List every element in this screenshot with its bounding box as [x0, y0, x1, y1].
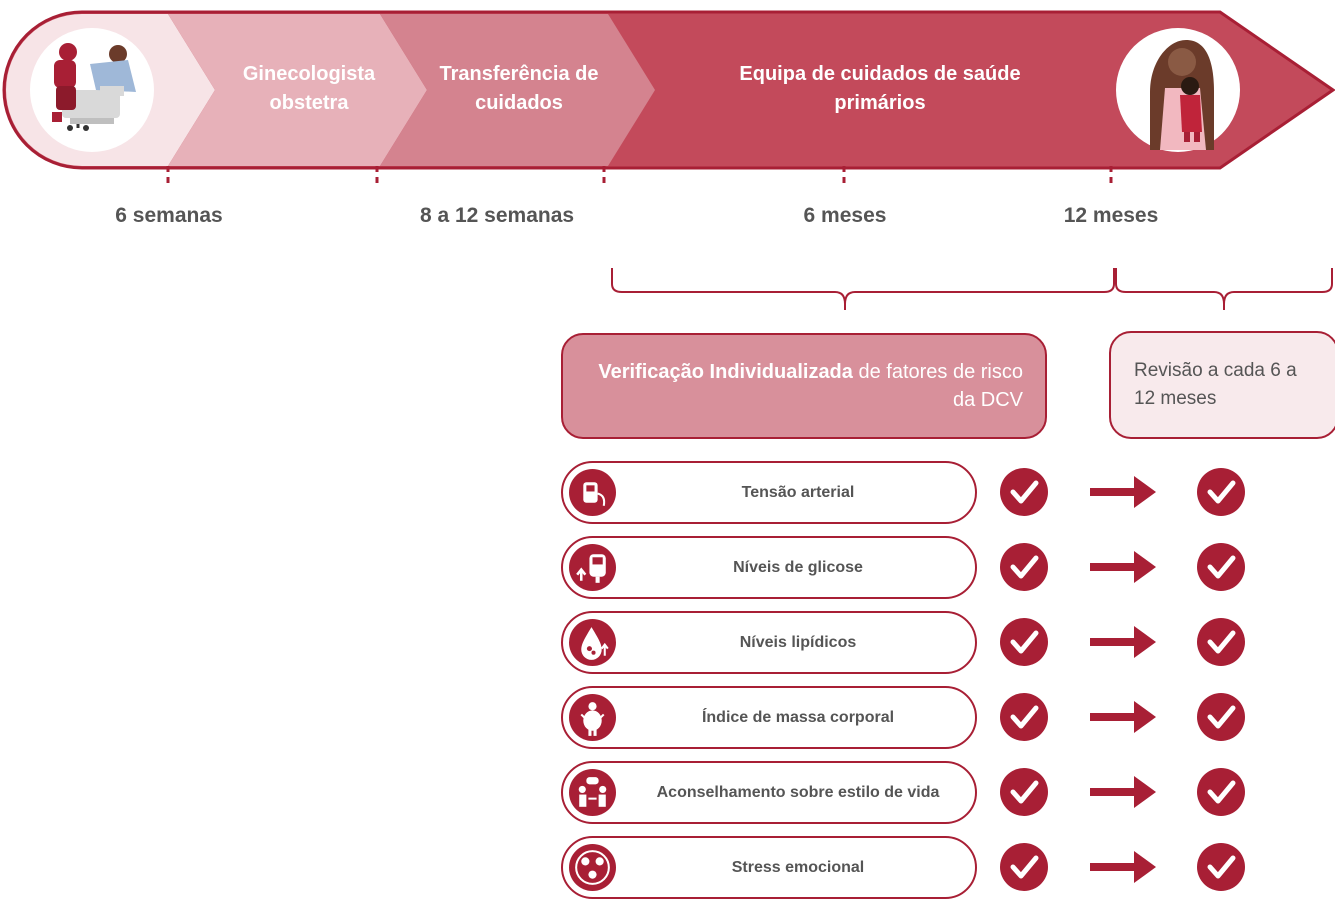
- timepoint-8-12-weeks: 8 a 12 semanas: [419, 204, 575, 227]
- timepoint-6-weeks: 6 semanas: [115, 204, 223, 227]
- stage-segment-2: [168, 14, 427, 166]
- time-ticks: [166, 166, 1113, 186]
- check-row-label: Níveis lipídicos: [739, 633, 857, 651]
- check-row: Níveis lipídicos: [561, 611, 977, 674]
- timepoint-12-months: 12 meses: [1063, 204, 1159, 227]
- lipid-drop-icon: [569, 619, 616, 666]
- stage-segment-3: [380, 14, 655, 166]
- mother-baby-illustration: [1150, 40, 1214, 150]
- doctor-patient-illustration: [52, 43, 136, 131]
- check-row-label: Tensão arterial: [741, 483, 855, 501]
- counseling-icon: [569, 769, 616, 816]
- individualized-title: Verificação Individualizada: [598, 361, 853, 383]
- check-row-label: Aconselhamento sobre estilo de vida: [656, 783, 940, 801]
- check-row: Aconselhamento sobre estilo de vida: [561, 761, 977, 824]
- individualized-check-box: Verificação Individualizada de fatores d…: [561, 333, 1047, 439]
- timepoint-6-months: 6 meses: [803, 204, 887, 227]
- stage-label-primary-care: Equipa de cuidados de saúde primários: [739, 63, 1021, 114]
- check-row: Índice de massa corporal: [561, 686, 977, 749]
- glucose-meter-icon: [569, 544, 616, 591]
- review-box: Revisão a cada 6 a 12 meses: [1109, 331, 1335, 439]
- emotional-stress-icon: [569, 844, 616, 891]
- check-row-label: Níveis de glicose: [733, 558, 863, 576]
- stage-label-gineco: Ginecologista obstetra: [242, 63, 376, 114]
- check-row: Tensão arterial: [561, 461, 977, 524]
- review-text: Revisão a cada 6 a 12 meses: [1134, 360, 1297, 409]
- check-row: Stress emocional: [561, 836, 977, 899]
- blood-pressure-icon: [569, 469, 616, 516]
- body-mass-icon: [569, 694, 616, 741]
- brace-review: [1115, 268, 1333, 310]
- check-row-label: Índice de massa corporal: [701, 708, 895, 726]
- brace-individualized: [611, 268, 1115, 310]
- check-row-label: Stress emocional: [731, 858, 865, 876]
- individualized-rest: de fatores de risco da DCV: [858, 361, 1023, 411]
- check-row: Níveis de glicose: [561, 536, 977, 599]
- stage-label-transfer: Transferência de cuidados: [439, 63, 599, 114]
